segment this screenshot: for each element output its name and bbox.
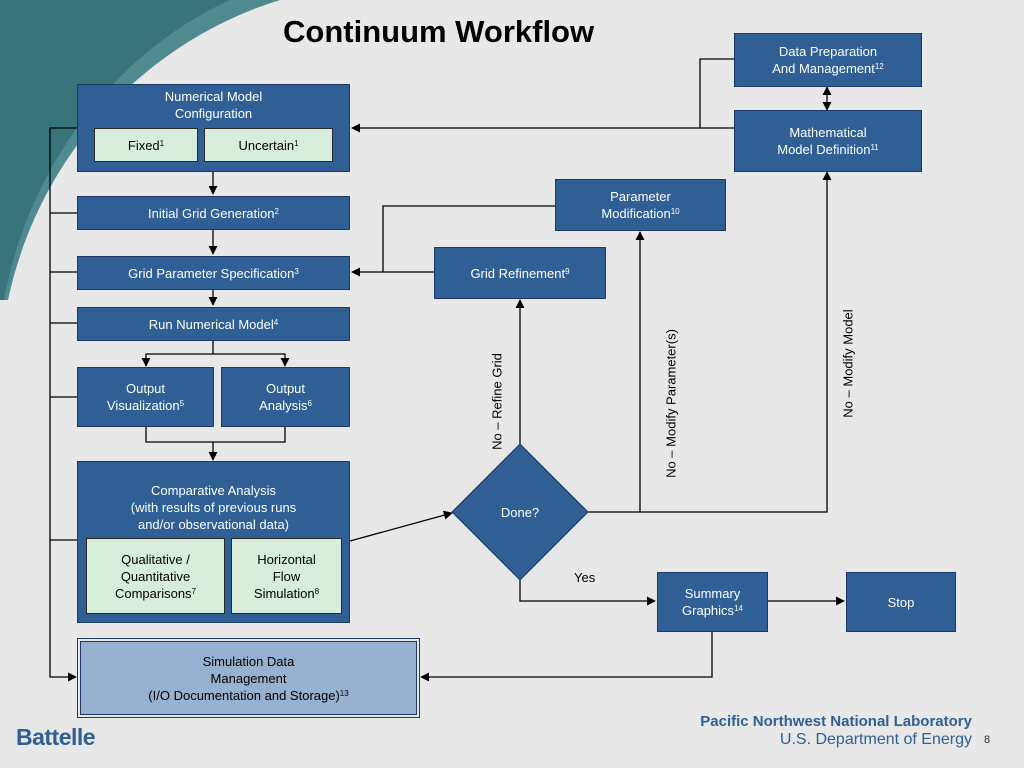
uncertain-box: Uncertain1 — [204, 128, 333, 162]
page-title: Continuum Workflow — [283, 14, 595, 49]
math-model-line1: Mathematical — [789, 125, 867, 140]
done-label: Done? — [500, 505, 540, 520]
yes-label: Yes — [574, 570, 596, 585]
initial-grid-box: Initial Grid Generation2 — [77, 196, 350, 230]
no-refine-grid-label: No – Refine Grid — [489, 353, 505, 450]
num-config-line1: Numerical Model — [164, 89, 263, 104]
simulation-data-management-box: Simulation Data Management (I/O Document… — [77, 638, 420, 718]
battelle-logo: Battelle — [16, 724, 96, 750]
done-diamond — [451, 443, 589, 581]
data-prep-line1: Data Preparation — [778, 44, 878, 59]
no-modify-parameters-label: No – Modify Parameter(s) — [663, 329, 679, 478]
grid-refinement-box: Grid Refinement9 — [434, 247, 606, 299]
output-visualization-box: Output Visualization5 — [77, 367, 214, 427]
doe-name: U.S. Department of Energy — [779, 731, 972, 748]
grid-parameter-box: Grid Parameter Specification3 — [77, 256, 350, 290]
num-config-line2: Configuration — [174, 106, 253, 121]
parameter-modification-box: Parameter Modification10 — [555, 179, 726, 231]
qualitative-comparisons-box: Qualitative / Quantitative Comparisons7 — [86, 538, 225, 614]
no-modify-model-label: No – Modify Model — [840, 309, 856, 418]
pnnl-name: Pacific Northwest National Laboratory — [700, 713, 972, 730]
horizontal-flow-box: Horizontal Flow Simulation8 — [231, 538, 342, 614]
stop-box: Stop — [846, 572, 956, 632]
data-preparation-box: Data Preparation And Management12 — [734, 33, 922, 87]
summary-graphics-box: Summary Graphics14 — [657, 572, 768, 632]
mathematical-model-box: Mathematical Model Definition11 — [734, 110, 922, 172]
output-analysis-box: Output Analysis6 — [221, 367, 350, 427]
run-numerical-model-box: Run Numerical Model4 — [77, 307, 350, 341]
page-number: 8 — [984, 734, 991, 746]
math-model-line2: Model Definition11 — [777, 142, 879, 157]
data-prep-line2: And Management12 — [772, 61, 884, 76]
fixed-box: Fixed1 — [94, 128, 198, 162]
